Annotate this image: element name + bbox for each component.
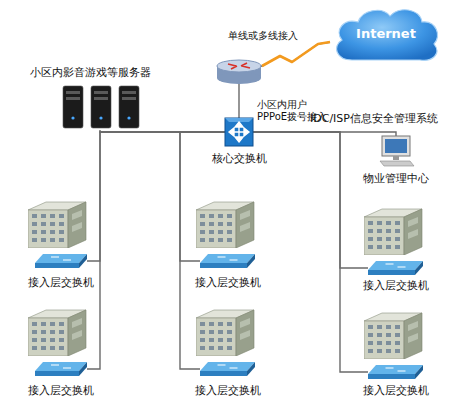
switch-front xyxy=(35,371,79,376)
switch-arrows xyxy=(229,122,249,142)
building-icon xyxy=(28,202,86,248)
building-icon xyxy=(196,310,254,356)
access-switch: 接入层交换机 xyxy=(368,365,423,379)
switch-arrows xyxy=(51,365,71,368)
switch-side xyxy=(247,254,255,268)
switch-arrows xyxy=(218,257,238,260)
switch-arrows xyxy=(51,257,71,260)
wireless-link xyxy=(262,42,330,66)
icon-graphic xyxy=(35,254,87,268)
access-switch: 接入层交换机 xyxy=(200,254,255,268)
node-label: Internet xyxy=(330,26,442,41)
switch-side xyxy=(79,254,87,268)
access-switch: 接入层交换机 xyxy=(200,362,255,376)
server-light xyxy=(71,116,74,119)
switch-arrows xyxy=(386,368,406,371)
router-top xyxy=(217,60,261,72)
node-label: 接入层交换机 xyxy=(188,384,268,397)
access-switch: 接入层交换机 xyxy=(35,254,87,268)
network-link xyxy=(253,132,368,268)
monitor-screen xyxy=(385,139,407,153)
network-link xyxy=(87,132,225,261)
switch-top xyxy=(35,254,87,263)
node-label: 物业管理中心 xyxy=(356,172,436,185)
building-icon xyxy=(364,209,422,255)
server-bay xyxy=(122,97,136,100)
switch-front xyxy=(200,263,247,268)
server-tower xyxy=(91,86,111,128)
building-icon xyxy=(196,202,254,248)
building-icon xyxy=(364,313,422,359)
switch-side xyxy=(415,365,423,379)
node-label: 小区内影音游戏等服务器 xyxy=(30,66,151,79)
access-switch: 接入层交换机 xyxy=(368,261,423,275)
switch-body xyxy=(225,118,253,146)
node-label: 接入层交换机 xyxy=(21,384,101,397)
network-link xyxy=(253,132,368,372)
switch-top xyxy=(200,254,255,263)
network-link xyxy=(87,132,225,369)
node-label: 接入层交换机 xyxy=(21,276,101,289)
icon-graphic xyxy=(368,261,423,275)
switch-side xyxy=(79,362,87,376)
server-bay xyxy=(94,97,108,100)
router-arrows xyxy=(228,63,250,69)
monitor-stand xyxy=(393,156,399,160)
server-bay xyxy=(94,91,108,94)
icon-graphic xyxy=(200,362,255,376)
switch-side xyxy=(415,261,423,275)
switch-front xyxy=(368,270,415,275)
icon-graphic xyxy=(368,365,423,379)
icon-graphic xyxy=(378,136,414,166)
node-label: 接入层交换机 xyxy=(356,384,436,397)
node-label: 核心交换机 xyxy=(199,152,279,165)
network-link xyxy=(180,132,225,369)
network-link xyxy=(180,132,225,261)
switch-side xyxy=(247,362,255,376)
server-tower xyxy=(63,86,83,128)
server-bay xyxy=(122,91,136,94)
switch-top xyxy=(368,365,423,374)
icon-graphic xyxy=(225,118,253,146)
link-label: 单线或多线接入 xyxy=(228,30,298,42)
building-icon xyxy=(28,310,86,356)
server-bay xyxy=(66,97,80,100)
management-pc: 物业管理中心 xyxy=(378,136,414,166)
switch-top xyxy=(35,362,87,371)
internet-cloud: Internet xyxy=(330,6,442,62)
server-light xyxy=(99,116,102,119)
icon-graphic xyxy=(55,84,145,130)
router-icon xyxy=(217,60,261,84)
switch-front xyxy=(35,263,79,268)
switch-top xyxy=(368,261,423,270)
server-tower xyxy=(119,86,139,128)
core-switch: 核心交换机 xyxy=(225,118,253,146)
monitor xyxy=(382,136,410,156)
router-base xyxy=(217,72,261,84)
icon-graphic xyxy=(35,362,87,376)
switch-top xyxy=(200,362,255,371)
switch-arrows xyxy=(386,264,406,267)
node-label: 接入层交换机 xyxy=(188,276,268,289)
server-bay xyxy=(66,91,80,94)
server-group: 小区内影音游戏等服务器 xyxy=(55,84,145,130)
switch-front xyxy=(368,374,415,379)
switch-front xyxy=(200,371,247,376)
server-light xyxy=(127,116,130,119)
icon-graphic xyxy=(200,254,255,268)
keyboard xyxy=(380,161,414,166)
access-switch: 接入层交换机 xyxy=(35,362,87,376)
switch-arrows xyxy=(218,365,238,368)
annotation-label: IDC/ISP信息安全管理系统 xyxy=(310,112,438,125)
node-label: 接入层交换机 xyxy=(356,279,436,292)
